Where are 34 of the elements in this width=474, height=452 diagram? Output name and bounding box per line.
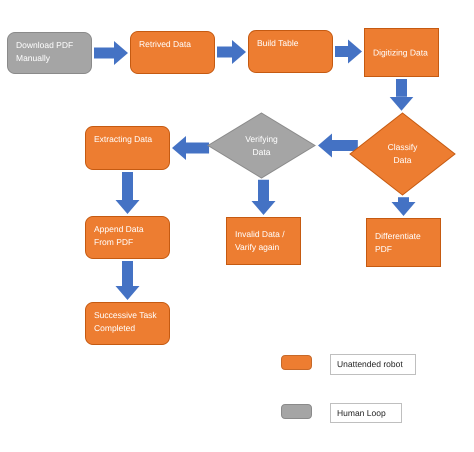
block-arrow	[390, 79, 414, 111]
node-label: Download PDF Manually	[16, 39, 74, 66]
block-arrow	[116, 261, 140, 300]
process-box	[226, 217, 301, 265]
block-arrow	[217, 40, 246, 64]
node-label: Build Table	[257, 37, 300, 50]
node-label: Verifying Data	[244, 132, 279, 158]
block-arrow	[116, 172, 140, 214]
process-box	[366, 218, 441, 267]
block-arrow	[252, 180, 276, 215]
block-arrow	[94, 41, 128, 65]
node-label: Successive Task Completed	[94, 309, 158, 336]
block-arrow	[392, 197, 416, 216]
process-box	[85, 302, 170, 345]
process-box	[130, 31, 215, 74]
legend-label: Unattended robot	[330, 354, 416, 375]
node-label: Invalid Data / Varify again	[235, 228, 286, 254]
legend-label: Human Loop	[330, 403, 402, 423]
process-box	[364, 28, 439, 77]
process-box	[7, 32, 92, 74]
node-label: Differentiate PDF	[375, 229, 422, 256]
process-box	[85, 126, 170, 170]
node-label: Classify Data	[386, 140, 418, 167]
node-label: Digitizing Data	[373, 46, 429, 60]
process-box	[248, 30, 333, 73]
process-box	[85, 216, 170, 259]
node-label: Retrived Data	[139, 38, 192, 51]
decision-diamond	[349, 112, 456, 196]
decision-diamond	[207, 112, 316, 179]
block-arrow	[318, 134, 358, 158]
node-label: Extracting Data	[94, 133, 154, 146]
block-arrow	[172, 136, 210, 160]
node-label: Append Data From PDF	[94, 223, 145, 250]
block-arrow	[335, 40, 362, 64]
